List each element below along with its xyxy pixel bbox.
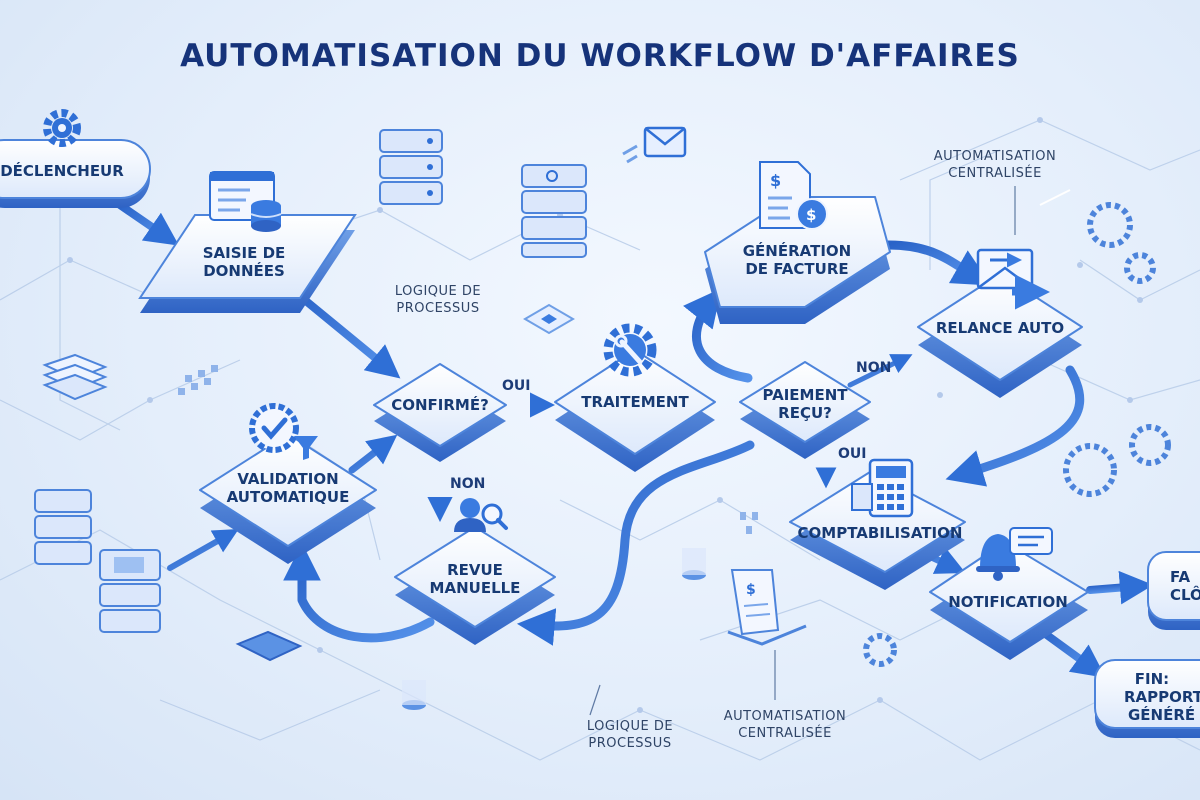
node-end-label-2: RAPPORT <box>1124 688 1200 706</box>
node-confirmed-label: CONFIRMÉ? <box>391 395 489 414</box>
node-payment[interactable]: PAIEMENT REÇU? <box>739 361 871 459</box>
node-end-label-1: FIN: <box>1135 670 1169 688</box>
node-processing-label: TRAITEMENT <box>581 393 689 411</box>
arrow-notification-to-end <box>1036 626 1106 678</box>
arrow-notification-to-closed <box>1086 570 1154 605</box>
node-trigger[interactable]: DÉCLENCHEUR <box>0 109 151 208</box>
dots-icon <box>178 365 758 534</box>
node-validation-label-2: AUTOMATIQUE <box>227 488 350 506</box>
diamond-chip-icon <box>523 303 575 335</box>
arrow-data-to-confirmed <box>291 288 401 379</box>
node-accounting[interactable]: COMPTABILISATION <box>789 458 966 590</box>
node-closed[interactable]: FA CLÔ <box>1147 551 1200 630</box>
receipt-icon: $ <box>727 569 807 646</box>
annotation-logic-top-line-1: LOGIQUE DE <box>394 284 482 299</box>
server-stack-icon <box>521 164 587 258</box>
node-invoice-label-2: DE FACTURE <box>745 260 848 278</box>
node-manual-review-label-2: MANUELLE <box>430 579 521 597</box>
node-trigger-label: DÉCLENCHEUR <box>0 161 124 180</box>
node-closed-label-1: FA <box>1170 568 1191 586</box>
page-title: AUTOMATISATION DU WORKFLOW D'AFFAIRES <box>180 38 1020 74</box>
node-data-entry[interactable]: SAISIE DE DONNÉES <box>138 171 357 313</box>
edge-label-payment-no: NON <box>856 360 891 376</box>
documents-icon <box>42 353 108 401</box>
node-manual-review[interactable]: REVUE MANUELLE <box>394 498 556 645</box>
node-reminder[interactable]: RELANCE AUTO <box>917 248 1083 398</box>
annotation-logic-bottom-line-1: LOGIQUE DE <box>586 719 674 734</box>
edge-label-confirmed-no: NON <box>450 476 485 492</box>
edge-label-payment-yes: OUI <box>838 446 866 462</box>
node-processing[interactable]: TRAITEMENT <box>554 323 716 472</box>
arrow-review-to-validation <box>283 542 435 643</box>
edge-label-confirmed-yes: OUI <box>502 378 530 394</box>
node-manual-review-label-1: REVUE <box>447 561 503 579</box>
svg-text:$: $ <box>770 171 781 190</box>
node-data-entry-label-2: DONNÉES <box>203 261 285 280</box>
check-filter-icon <box>249 403 318 460</box>
node-end-label-3: GÉNÉRÉ <box>1128 705 1195 724</box>
svg-text:$: $ <box>746 582 756 598</box>
annotation-logic-bottom: LOGIQUE DE PROCESSUS <box>570 718 690 752</box>
arrow-payment-no <box>847 354 913 388</box>
annotation-logic-top-line-2: PROCESSUS <box>396 301 480 316</box>
person-magnifier-icon <box>454 498 508 532</box>
gear-icon <box>43 109 81 147</box>
node-accounting-label: COMPTABILISATION <box>798 524 963 542</box>
invoice-dollar-icon: $ $ <box>759 161 828 230</box>
node-payment-label-1: PAIEMENT <box>762 386 848 404</box>
annotation-central-bottom-line-2: CENTRALISÉE <box>738 726 832 741</box>
form-database-icon <box>209 171 282 232</box>
email-arrow-icon <box>976 248 1050 310</box>
node-invoice-label-1: GÉNÉRATION <box>743 241 851 260</box>
arrow-reminder-to-accounting <box>945 365 1085 487</box>
annotation-central-bottom-line-1: AUTOMATISATION <box>723 709 847 724</box>
svg-text:$: $ <box>806 206 816 224</box>
node-end[interactable]: FIN: RAPPORT GÉNÉRÉ <box>1094 659 1200 738</box>
envelope-icon <box>622 126 687 164</box>
node-reminder-label: RELANCE AUTO <box>936 319 1064 337</box>
annotation-central-top: AUTOMATISATION CENTRALISÉE <box>920 148 1070 182</box>
server-stack-icon <box>379 129 443 205</box>
annotation-central-top-line-2: CENTRALISÉE <box>948 166 1042 181</box>
node-notification[interactable]: NOTIFICATION <box>929 527 1089 660</box>
node-validation[interactable]: VALIDATION AUTOMATIQUE <box>199 403 377 564</box>
calculator-icon <box>851 458 914 518</box>
arrow-payment-to-review <box>516 440 755 646</box>
wrench-gear-icon <box>603 323 657 377</box>
node-closed-label-2: CLÔ <box>1170 585 1200 604</box>
node-confirmed[interactable]: CONFIRMÉ? <box>373 363 507 462</box>
node-data-entry-label-1: SAISIE DE <box>203 244 286 262</box>
annotation-logic-top: LOGIQUE DE PROCESSUS <box>378 283 498 317</box>
annotation-logic-bottom-line-2: PROCESSUS <box>588 736 672 751</box>
annotation-central-top-line-1: AUTOMATISATION <box>933 149 1057 164</box>
gear-cluster-icon <box>863 202 1171 667</box>
flow-arrows <box>116 201 1154 678</box>
arrow-invoice-to-reminder <box>883 240 992 286</box>
node-invoice[interactable]: GÉNÉRATION DE FACTURE $ $ <box>704 161 891 324</box>
arrow-payment-invoice-loop <box>683 288 753 383</box>
node-payment-label-2: REÇU? <box>778 404 832 422</box>
chip-icon <box>235 630 303 662</box>
annotation-lines <box>589 186 1071 716</box>
bell-chat-icon <box>976 527 1053 581</box>
arrow-validation-to-confirmed <box>348 434 398 474</box>
database-cylinder-icon <box>402 548 706 710</box>
node-notification-label: NOTIFICATION <box>948 593 1068 611</box>
annotation-central-bottom: AUTOMATISATION CENTRALISÉE <box>710 708 860 742</box>
server-stack-icon <box>99 549 161 633</box>
server-stack-icon <box>34 489 92 565</box>
arrow-trigger-to-data <box>116 201 180 246</box>
node-validation-label-1: VALIDATION <box>237 470 338 488</box>
arrow-servers-to-validation <box>167 529 239 571</box>
